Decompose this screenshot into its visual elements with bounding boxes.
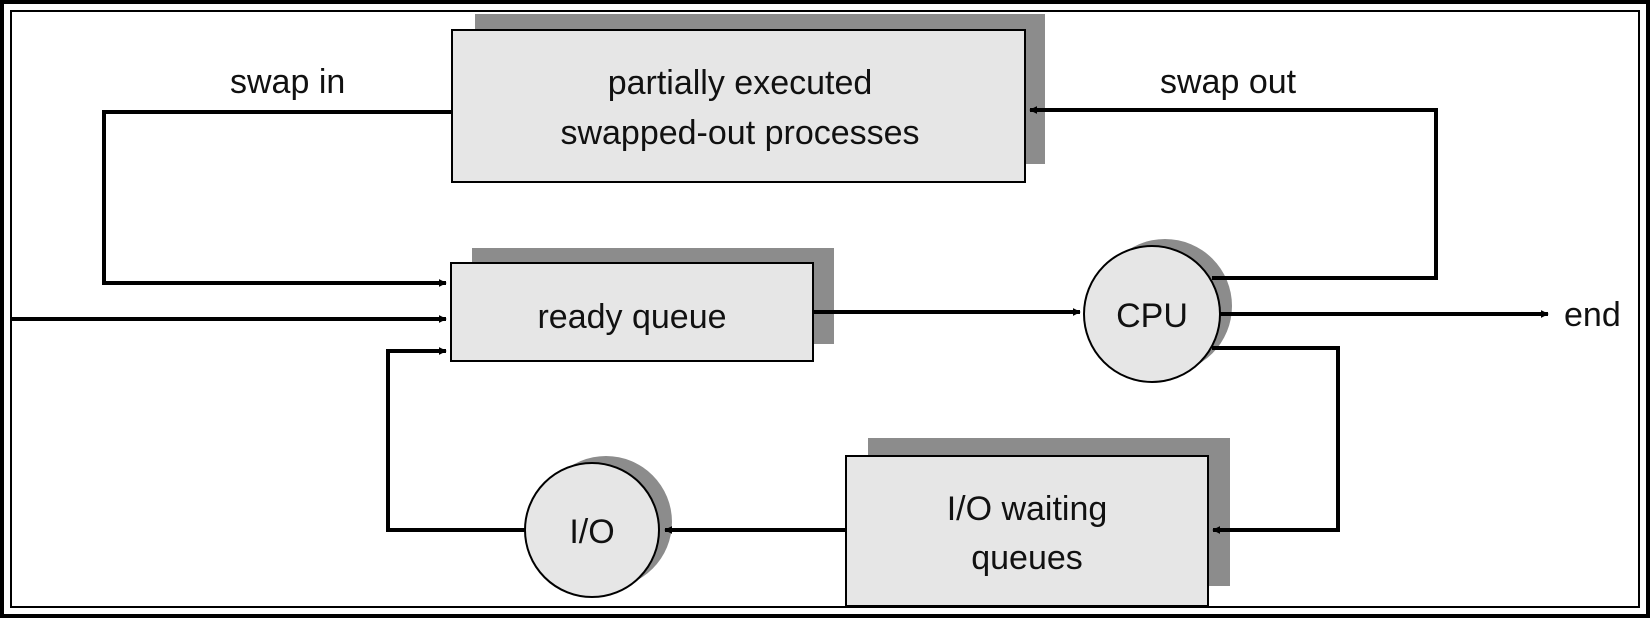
- cpu-to-io-wait-arrow: [1212, 346, 1340, 534]
- swap-in-label: swap in: [230, 63, 345, 101]
- io-waiting-queues-node: I/O waiting queues: [845, 438, 1230, 607]
- swap-out-arrow: [1029, 106, 1438, 280]
- inner-frame: [10, 10, 1640, 608]
- ready-queue-label: ready queue: [537, 298, 726, 336]
- node-box: [450, 262, 814, 362]
- io-return-arrow: [386, 347, 526, 532]
- node-box: [451, 29, 1026, 183]
- io-waiting-line2: queues: [971, 539, 1083, 577]
- swap-out-label: swap out: [1160, 63, 1297, 101]
- cpu-node: CPU: [1083, 239, 1232, 383]
- io-node: I/O: [524, 456, 672, 598]
- swapped-out-processes-node: partially executed swapped-out processes: [451, 14, 1045, 183]
- io-label: I/O: [569, 513, 614, 551]
- connectors: [12, 106, 1549, 534]
- io-waiting-line1: I/O waiting: [947, 490, 1108, 528]
- ready-queue-node: ready queue: [450, 248, 834, 362]
- swapped-out-line1: partially executed: [608, 64, 873, 102]
- end-label: end: [1564, 296, 1621, 334]
- swap-in-arrow: [102, 110, 452, 287]
- swapped-out-line2: swapped-out processes: [560, 114, 919, 152]
- cpu-label: CPU: [1116, 297, 1188, 335]
- node-box: [845, 455, 1209, 607]
